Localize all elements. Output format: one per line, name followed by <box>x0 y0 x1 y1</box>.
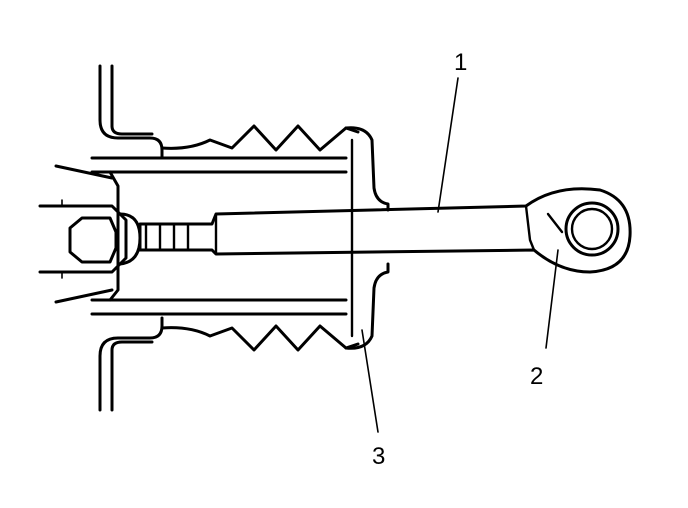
boot-bellows <box>160 124 360 352</box>
wrench <box>138 187 632 274</box>
callout-1-label: 1 <box>454 49 467 76</box>
boot-flange <box>344 126 390 350</box>
leader-line-3 <box>361 329 379 433</box>
leader-line-1 <box>437 77 459 213</box>
callout-2-label: 2 <box>530 363 543 390</box>
callout-3-label: 3 <box>372 443 385 470</box>
leader-lines <box>361 77 559 433</box>
rack-tube <box>90 156 348 316</box>
leader-line-2 <box>545 249 559 349</box>
inner-tie-rod-socket <box>38 164 142 304</box>
gear-housing <box>98 64 164 412</box>
